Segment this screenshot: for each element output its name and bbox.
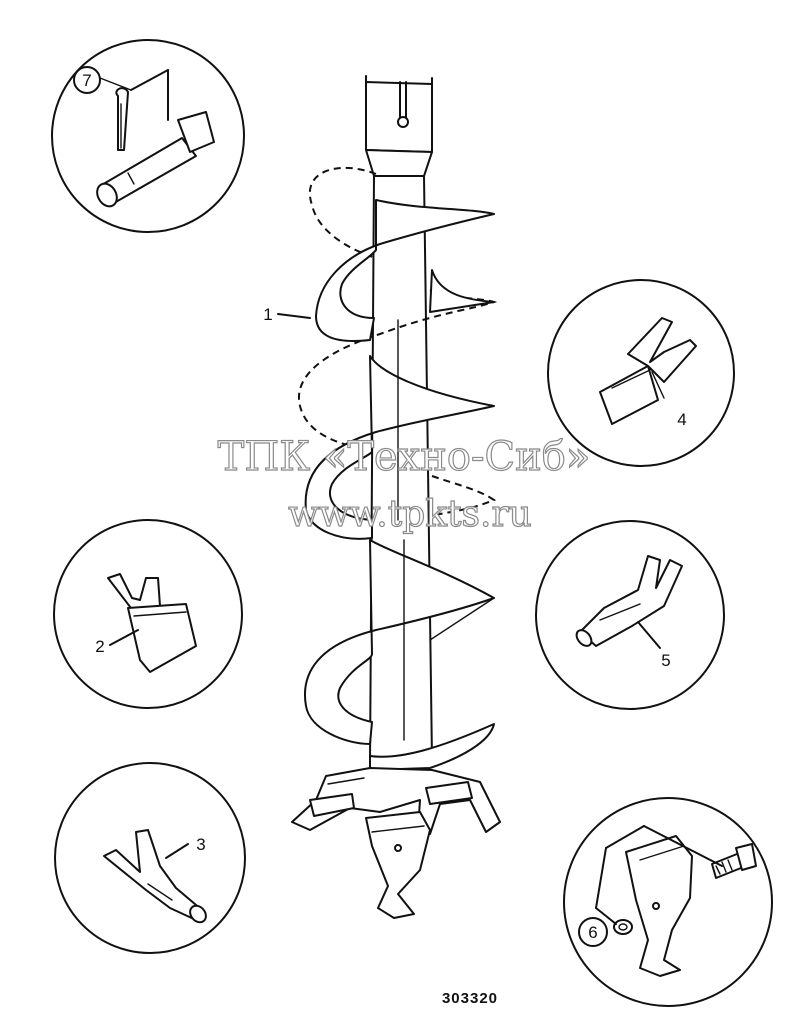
callout-6-label: 6 <box>588 923 597 942</box>
detail-circle-3: 3 <box>54 762 246 954</box>
watermark-url: www.tpkts.ru <box>288 494 532 535</box>
callout-5-label: 5 <box>661 651 670 670</box>
detail-circle-4: 4 <box>547 279 735 467</box>
detail-circle-7: 7 <box>51 39 245 233</box>
drawing-number: 303320 <box>442 990 498 1007</box>
callout-3-label: 3 <box>196 835 205 854</box>
callout-4-label: 4 <box>677 410 686 429</box>
detail-circle-6: 6 <box>563 797 773 1007</box>
watermark-company: ТПК «Техно-Сиб» <box>218 434 591 480</box>
detail-circle-2: 2 <box>53 519 243 709</box>
callout-1-label: 1 <box>263 305 272 324</box>
callout-bubble-7 <box>73 66 101 94</box>
callout-2-label: 2 <box>95 637 104 656</box>
auger-main: 1 <box>263 75 501 919</box>
callout-bubble-6 <box>578 917 608 947</box>
callout-7-label: 7 <box>82 71 91 90</box>
detail-circle-5: 5 <box>535 520 725 710</box>
